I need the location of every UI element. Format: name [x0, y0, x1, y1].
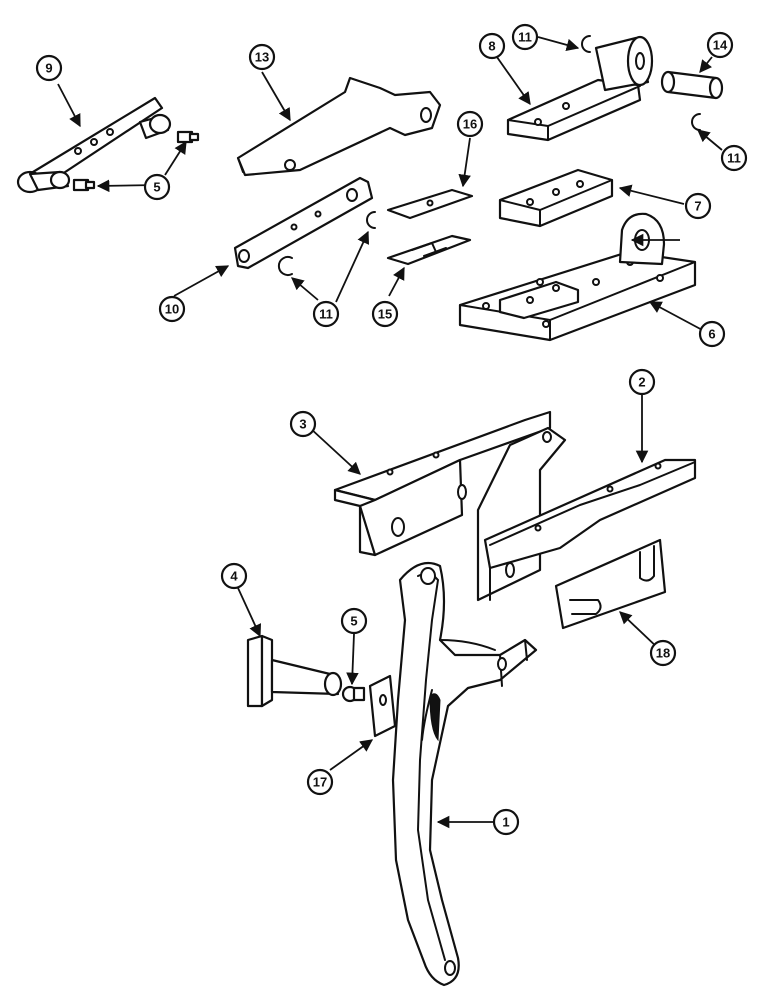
leader-lines [57, 36, 723, 829]
part-2-main-bracket [476, 426, 697, 602]
callout-1: 1 [492, 808, 520, 836]
callout-11-top: 11 [511, 23, 539, 51]
callout-7: 7 [684, 192, 712, 220]
callout-17: 17 [306, 768, 334, 796]
circlip-top [581, 35, 591, 53]
callout-15: 15 [371, 300, 399, 328]
callout-2: 2 [628, 368, 656, 396]
circlip-left [277, 256, 293, 276]
part-14-pin [660, 70, 724, 100]
svg-text:6: 6 [708, 327, 715, 342]
svg-text:5: 5 [350, 614, 357, 629]
svg-text:7: 7 [694, 199, 701, 214]
part-3-angle-bracket [333, 410, 552, 557]
svg-text:9: 9 [45, 61, 52, 76]
svg-text:15: 15 [378, 307, 392, 322]
part-10-link [233, 176, 374, 270]
part-17-spacer-plate [368, 674, 397, 738]
circlip-pin [691, 113, 701, 131]
callout-8: 8 [478, 32, 506, 60]
grease-fitting-lower [72, 178, 96, 192]
svg-text:8: 8 [488, 39, 495, 54]
part-1-pedal [391, 562, 538, 987]
part-16-shim [386, 188, 474, 220]
callout-11-bottom: 11 [312, 300, 340, 328]
part-4-pivot-pin [246, 634, 343, 708]
part-9-pin-bracket [16, 96, 172, 194]
callout-9: 9 [35, 54, 63, 82]
callout-18: 18 [649, 639, 677, 667]
svg-text:11: 11 [319, 307, 333, 322]
part-6-base-plate [458, 212, 697, 342]
svg-text:10: 10 [165, 302, 179, 317]
callout-3: 3 [289, 410, 317, 438]
part-8-hinge-plate [506, 35, 654, 142]
part-15-slotted-shim [386, 234, 472, 266]
circlip-right [366, 211, 376, 229]
callout-5-lower: 5 [340, 607, 368, 635]
part-7-plate [498, 168, 614, 228]
callout-10: 10 [158, 295, 186, 323]
svg-text:18: 18 [656, 646, 670, 661]
part-13-arm [236, 76, 442, 177]
svg-text:17: 17 [313, 775, 327, 790]
svg-text:11: 11 [518, 30, 532, 45]
callout-4: 4 [220, 562, 248, 590]
callout-16: 16 [456, 110, 484, 138]
part-18-slotted-spacer [554, 538, 667, 630]
callout-11-right: 11 [720, 144, 748, 172]
svg-text:3: 3 [299, 417, 306, 432]
grease-fitting-upper [176, 130, 200, 144]
callout-5-upper: 5 [143, 173, 171, 201]
svg-text:4: 4 [230, 569, 238, 584]
svg-text:5: 5 [153, 180, 160, 195]
svg-text:11: 11 [727, 151, 741, 166]
callout-13: 13 [248, 43, 276, 71]
callout-14: 14 [706, 31, 734, 59]
svg-text:2: 2 [638, 375, 645, 390]
grease-fitting-pivot [341, 685, 366, 703]
svg-text:13: 13 [255, 50, 269, 65]
svg-text:16: 16 [463, 117, 477, 132]
svg-text:14: 14 [713, 38, 728, 53]
callout-6: 6 [698, 320, 726, 348]
svg-text:1: 1 [502, 815, 509, 830]
